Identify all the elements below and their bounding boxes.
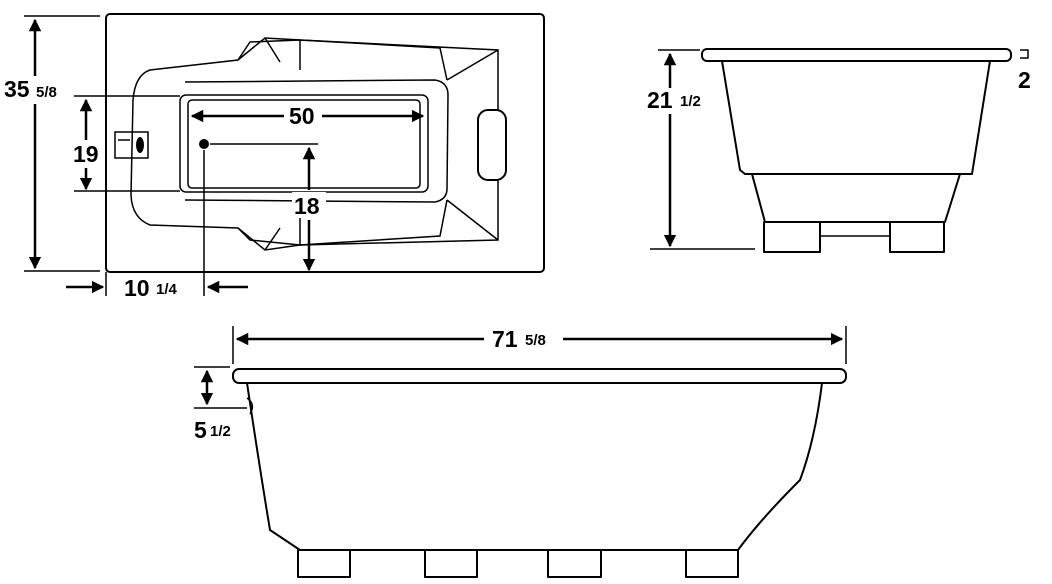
top-view: 35 5/8 19 50 18 10 1/4 [2, 13, 545, 301]
basin-floor [187, 99, 421, 189]
side-view-foot-1 [297, 549, 351, 578]
side-view: 71 5/8 5 1/2 [194, 326, 847, 578]
armrest-bottom [237, 199, 448, 251]
basin-length-value: 50 [289, 103, 315, 129]
overflow-pad [477, 109, 507, 181]
end-view-skirt [751, 173, 961, 223]
height-label-bg [646, 88, 712, 114]
drain-distance-value: 18 [294, 193, 320, 219]
side-view-rim [232, 368, 847, 384]
rim-drop-value: 5 [194, 417, 207, 443]
overflow-fitting [136, 137, 144, 153]
end-view-foot-right [889, 221, 945, 253]
overall-width-fraction: 5/8 [36, 84, 57, 101]
length-fraction: 5/8 [525, 332, 546, 349]
end-view-rim [701, 48, 1012, 62]
drain-offset-value: 10 [124, 275, 150, 301]
height-value: 21 [647, 87, 673, 113]
height-fraction: 1/2 [680, 93, 701, 110]
rim-thickness-bracket [1020, 49, 1029, 59]
rim-drop-fraction: 1/2 [210, 423, 231, 440]
drain-distance-label-bg [292, 192, 326, 218]
rim-thickness-value: 2 [1018, 67, 1031, 93]
end-view-shell [721, 60, 991, 175]
drain-offset-fraction: 1/4 [156, 281, 178, 298]
overflow-bump [246, 397, 254, 415]
side-view-foot-2 [424, 549, 478, 578]
end-view-foot-left [763, 221, 821, 253]
side-view-shell [246, 382, 823, 551]
overall-width-label-bg [2, 76, 68, 104]
end-view: 21 1/2 2 [646, 48, 1031, 253]
shell-inner-contour [184, 79, 449, 203]
side-view-foot-4 [685, 549, 739, 578]
basin-width-value: 19 [73, 141, 99, 167]
armrest-top [237, 37, 448, 81]
drain-point [199, 139, 209, 149]
basin-width-label-bg [72, 140, 102, 168]
overall-width-value: 35 [4, 76, 30, 102]
shell-right-wedge [446, 49, 499, 241]
length-value: 71 [492, 326, 518, 352]
tub-deck-outline [105, 13, 545, 273]
side-view-foot-3 [547, 549, 602, 578]
overflow-tab [114, 131, 149, 159]
